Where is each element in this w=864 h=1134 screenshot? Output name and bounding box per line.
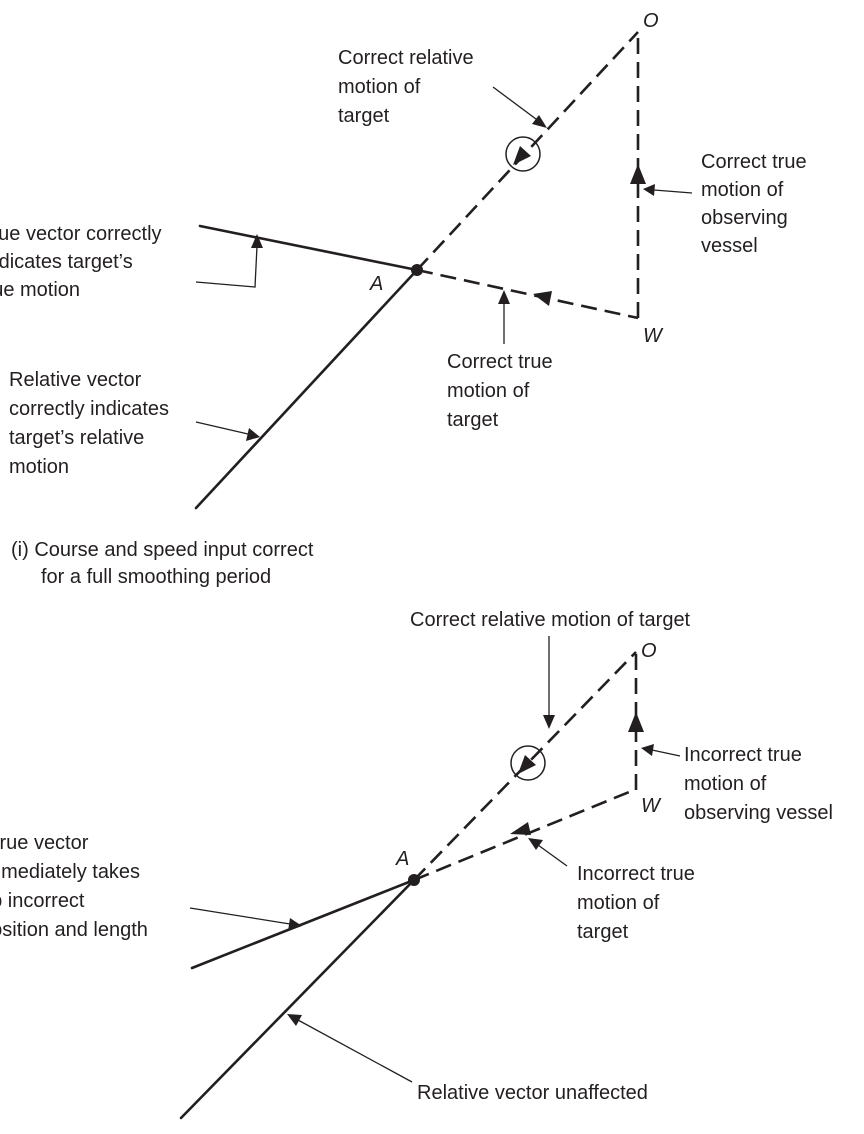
point-a-label: A — [395, 848, 409, 870]
label-line: Incorrect true — [684, 744, 802, 766]
label-true-vector-indicates: True vector correctly indicates target’s… — [0, 223, 167, 301]
target-true-motion-dashed-line — [416, 268, 639, 320]
caption-line: for a full smoothing period — [41, 566, 271, 588]
leader-relative-vector-arrowhead — [287, 1014, 302, 1026]
label-line: motion of — [447, 380, 530, 402]
leader-relative-vector-arrowhead — [246, 428, 260, 441]
label-correct-relative-motion: Correct relative motion of target — [338, 47, 479, 127]
leader-observer-motion-arrowhead — [643, 184, 655, 196]
label-line: True vector correctly — [0, 223, 162, 245]
leader-target-motion-arrowhead — [498, 290, 510, 304]
label-line: observing vessel — [684, 802, 833, 824]
panel-1-caption: (i) Course and speed input correct for a… — [11, 539, 319, 588]
leader-relative-vector — [297, 1019, 413, 1083]
label-incorrect-true-motion-observing: Incorrect true motion of observing vesse… — [684, 744, 833, 824]
label-line: immediately takes — [0, 861, 140, 883]
label-line: target’s relative — [9, 427, 144, 449]
label-line: motion of — [338, 76, 421, 98]
label-true-vector-immediately: True vector immediately takes up incorre… — [0, 832, 148, 941]
leader-true-vector-arrowhead — [288, 918, 302, 931]
label-line: Correct relative — [338, 47, 474, 69]
leader-relative-vector — [195, 421, 249, 435]
relative-vector-line — [179, 878, 416, 1120]
relative-motion-arrowhead — [518, 755, 536, 774]
leader-observer-motion — [651, 749, 681, 757]
label-line: position and length — [0, 919, 148, 941]
label-line: True vector — [0, 832, 89, 854]
point-w-label: W — [643, 325, 664, 347]
label-line: target — [447, 409, 499, 431]
label-line: observing — [701, 207, 788, 229]
true-vector-line — [198, 224, 419, 272]
relative-motion-circle — [510, 745, 546, 781]
label-line: Correct true — [447, 351, 553, 373]
leader-correct-relative-arrowhead — [532, 115, 547, 128]
relative-motion-dashed-line — [416, 31, 639, 271]
label-line: target — [338, 105, 390, 127]
target-motion-arrowhead — [533, 291, 552, 306]
leader-target-motion — [537, 844, 568, 867]
leader-observer-motion — [653, 189, 693, 194]
true-vector-line — [190, 878, 416, 970]
leader-correct-relative — [492, 86, 541, 123]
panel-1: O A W Correct relative motion of target … — [0, 10, 812, 588]
label-line: correctly indicates — [9, 398, 169, 420]
point-a-dot — [411, 264, 423, 276]
label-incorrect-true-motion-target: Incorrect true motion of target — [577, 863, 700, 943]
caption-line: (i) Course and speed input correct — [11, 539, 314, 561]
leader-true-vector — [189, 907, 291, 925]
point-a-dot — [408, 874, 420, 886]
target-motion-arrowhead — [510, 822, 531, 835]
label-correct-relative-motion: Correct relative motion of target — [410, 609, 691, 631]
label-line: up incorrect — [0, 890, 85, 912]
label-line: motion — [9, 456, 69, 478]
label-line: indicates target’s — [0, 251, 133, 273]
label-line: target — [577, 921, 629, 943]
leader-true-vector-arrowhead — [251, 234, 263, 248]
label-line: Relative vector — [9, 369, 142, 391]
leader-correct-relative-arrowhead — [543, 715, 555, 729]
label-correct-true-motion-target: Correct true motion of target — [447, 351, 558, 431]
point-o-label: O — [641, 640, 657, 662]
label-line: motion of — [684, 773, 767, 795]
observer-motion-arrowhead — [630, 164, 646, 184]
observer-motion-arrowhead — [628, 712, 644, 732]
relative-motion-arrowhead — [513, 146, 531, 165]
point-o-label: O — [643, 10, 659, 32]
point-w-label: W — [641, 795, 662, 817]
label-line: Incorrect true — [577, 863, 695, 885]
label-line: motion of — [577, 892, 660, 914]
leader-true-vector — [195, 245, 258, 288]
leader-target-motion-arrowhead — [528, 838, 543, 850]
relative-vector-line — [194, 268, 419, 510]
leader-observer-motion-arrowhead — [641, 744, 654, 756]
label-relative-vector-indicates: Relative vector correctly indicates targ… — [9, 369, 175, 478]
label-line: Correct true — [701, 151, 807, 173]
label-correct-true-motion-observing: Correct true motion of observing vessel — [701, 151, 812, 257]
target-true-motion-dashed-line — [413, 788, 635, 882]
label-line: vessel — [701, 235, 758, 257]
panel-2: O A W Correct relative motion of target … — [0, 609, 833, 1120]
label-relative-vector-unaffected: Relative vector unaffected — [417, 1082, 648, 1104]
relative-motion-circle — [505, 136, 541, 172]
label-line: true motion — [0, 279, 80, 301]
label-line: motion of — [701, 179, 784, 201]
point-a-label: A — [369, 273, 383, 295]
